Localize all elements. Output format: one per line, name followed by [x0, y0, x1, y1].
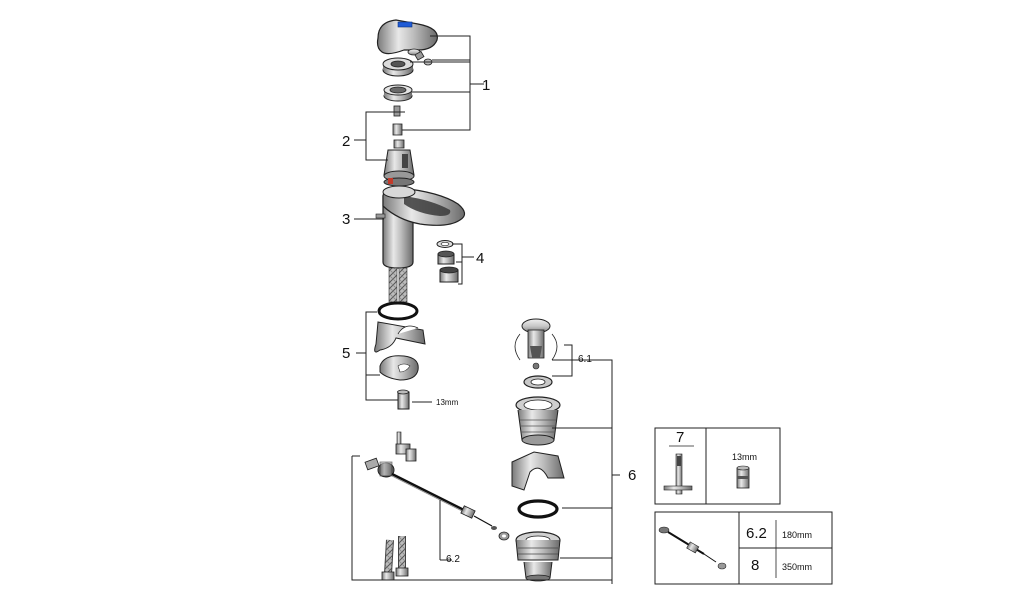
- callout-3: 3: [342, 211, 350, 228]
- waste-o-ring: [517, 499, 559, 519]
- horseshoe-washer: [379, 355, 419, 381]
- mounting-set: [374, 301, 426, 410]
- lift-rod-clip: [395, 443, 417, 462]
- callout-4: 4: [476, 250, 484, 267]
- wrench-size-label: 13mm: [436, 398, 459, 407]
- popup-plug: [514, 318, 558, 370]
- callout-5: 5: [342, 345, 350, 362]
- tool-box-number: 7: [676, 429, 684, 446]
- waste-seal-plate: [511, 451, 565, 491]
- rod-set-icon: [658, 526, 727, 570]
- popup-rod-assembly: [364, 431, 510, 541]
- o-ring-large: [377, 301, 419, 321]
- support-plate: [374, 321, 426, 353]
- lever-handle: [376, 19, 438, 56]
- faucet-body: [375, 185, 466, 269]
- rod-row1-length: 180mm: [782, 530, 812, 540]
- braided-hoses: [381, 536, 409, 581]
- plug-ring: [523, 375, 553, 389]
- assembly-key-icon: [663, 453, 693, 495]
- rod-row2-number: 8: [751, 557, 759, 574]
- callout-6-2: 6.2: [446, 554, 460, 565]
- popup-waste-assembly: [511, 318, 565, 582]
- pivot-ball: [364, 457, 395, 478]
- rod-row2-length: 350mm: [782, 562, 812, 572]
- faucet-assembly: [375, 19, 466, 303]
- cover-ring: [382, 57, 414, 77]
- tool-box: [654, 427, 781, 505]
- leader-lines: [351, 35, 620, 584]
- nut-13mm-icon: [736, 465, 750, 489]
- callout-6: 6: [628, 467, 636, 484]
- callout-1: 1: [482, 77, 490, 94]
- spindle-screw: [392, 105, 403, 136]
- waste-nut-body: [515, 531, 561, 582]
- callout-2: 2: [342, 133, 350, 150]
- handle-screw: [414, 50, 433, 66]
- callout-6-1: 6.1: [578, 354, 592, 365]
- supply-hoses: [388, 267, 408, 303]
- aerator-set: [436, 240, 459, 283]
- waste-body-top: [515, 396, 561, 446]
- rod-row1-number: 6.2: [746, 525, 767, 542]
- cartridge: [383, 139, 415, 187]
- clamping-nut: [383, 84, 413, 102]
- fixing-nut: [397, 389, 410, 410]
- rod-length-box: [654, 511, 833, 585]
- tool-box-size: 13mm: [732, 452, 757, 462]
